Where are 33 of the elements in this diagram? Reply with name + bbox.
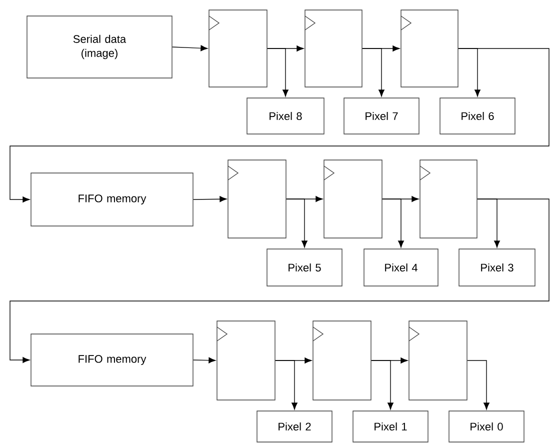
register-box (312, 320, 372, 400)
register-box (408, 320, 468, 400)
arrow (10, 198, 550, 363)
arrow (275, 360, 298, 410)
pixel-box: Pixel 3 (458, 248, 536, 286)
pixel-box: Pixel 1 (352, 410, 428, 442)
pixel-box: Pixel 5 (266, 248, 342, 286)
register-box (324, 160, 382, 238)
process-box: FIFO memory (30, 334, 194, 386)
arrow (267, 48, 288, 97)
arrow (286, 198, 308, 248)
register-box (304, 10, 362, 88)
arrow (193, 196, 227, 202)
arrow (467, 360, 490, 410)
register-box (216, 320, 276, 400)
pixel-box: Pixel 2 (256, 410, 332, 442)
process-box: Serial data (image) (26, 16, 172, 78)
arrow (362, 48, 384, 97)
arrow (193, 357, 216, 364)
process-box: FIFO memory (30, 172, 194, 226)
arrow (382, 198, 404, 248)
pixel-box: Pixel 4 (364, 248, 438, 286)
pixel-box: Pixel 8 (246, 98, 324, 134)
arrow (371, 360, 394, 410)
register-box (228, 160, 286, 238)
register-box (400, 10, 458, 88)
register-box (208, 10, 268, 88)
register-box (420, 160, 478, 238)
pixel-box: Pixel 6 (440, 98, 516, 134)
arrow (172, 45, 208, 52)
pixel-box: Pixel 7 (344, 98, 420, 134)
pixel-box: Pixel 0 (448, 410, 524, 442)
arrow (10, 48, 550, 202)
